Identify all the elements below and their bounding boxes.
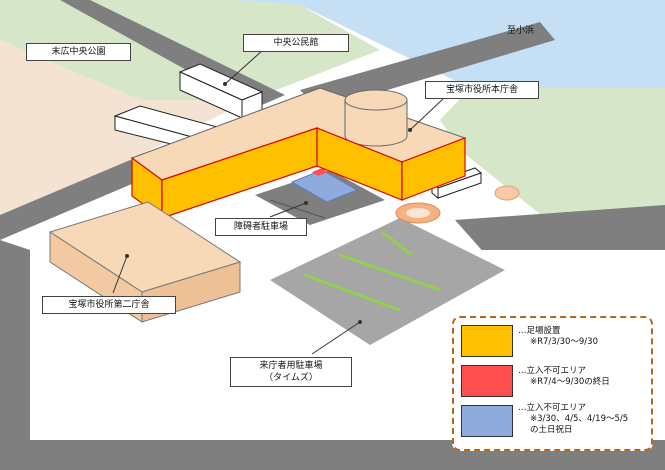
leader-dot xyxy=(358,320,362,324)
rotunda-wall xyxy=(344,100,408,147)
legend-line: …立入不可エリア xyxy=(518,366,587,376)
parking-line xyxy=(304,273,401,312)
direction-label: 至小浜 xyxy=(507,26,535,36)
visitor-parking-lot xyxy=(270,218,505,345)
leader-hall xyxy=(224,49,264,85)
parking-line xyxy=(339,253,441,292)
grass-east xyxy=(440,88,665,230)
leader-dot xyxy=(304,201,308,205)
legend-swatch-holiday xyxy=(461,405,513,437)
scaffold-wall-east xyxy=(401,137,466,201)
leader-dot xyxy=(125,254,129,258)
visitor-parking-label: 来庁者用駐車場 （タイムズ） xyxy=(230,357,352,387)
leader-accessible xyxy=(269,202,307,218)
no-entry-area-small xyxy=(312,168,328,176)
legend: …足場設置 ※R7/3/30～9/30 …立入不可エリア ※R7/4～9/30の… xyxy=(452,316,653,451)
legend-swatch-no-entry xyxy=(461,365,513,397)
legend-line: …足場設置 xyxy=(518,326,561,336)
fountain-inner xyxy=(406,208,430,218)
legend-line: ※3/30、4/5、4/19～5/5 xyxy=(530,414,629,424)
parking-line xyxy=(381,230,413,257)
legend-text-holiday: …立入不可エリア ※3/30、4/5、4/19～5/5 の土日祝日 xyxy=(518,403,628,436)
annex-side xyxy=(437,172,482,199)
visitor-parking-label-line2: （タイムズ） xyxy=(264,373,318,383)
accessible-parking-label: 障碍者駐車場 xyxy=(215,218,307,236)
legend-text-scaffolding: …足場設置 ※R7/3/30～9/30 xyxy=(518,326,598,348)
second-office-label: 宝塚市役所第二庁舎 xyxy=(42,296,176,314)
legend-line: …立入不可エリア xyxy=(518,403,587,413)
legend-text-no-entry: …立入不可エリア ※R7/4～9/30の終日 xyxy=(518,366,610,388)
main-office-label: 宝塚市役所本庁舎 xyxy=(425,81,539,99)
leader-dot xyxy=(408,128,412,132)
parking-divider xyxy=(269,199,326,219)
legend-swatch-scaffolding xyxy=(461,325,513,357)
road-west-diagonal xyxy=(0,160,160,240)
legend-line: の土日祝日 xyxy=(530,425,573,435)
visitor-parking-label-line1: 来庁者用駐車場 xyxy=(259,361,323,371)
legend-line: ※R7/4～9/30の終日 xyxy=(530,377,610,387)
hall-label: 中央公民館 xyxy=(243,34,349,52)
leader-second-office xyxy=(112,255,128,294)
rotunda-top xyxy=(344,89,408,111)
park-label: 末広中央公園 xyxy=(26,43,131,61)
road-east-diagonal xyxy=(300,22,555,110)
holiday-no-entry-area xyxy=(290,169,359,203)
sidewalk-east xyxy=(480,250,665,300)
leader-main-office xyxy=(409,98,444,131)
leader-visitor xyxy=(311,321,361,355)
plaza-oval xyxy=(494,185,520,201)
road-west xyxy=(0,240,30,470)
leader-dot xyxy=(223,82,227,86)
legend-line: ※R7/3/30～9/30 xyxy=(530,337,598,347)
river xyxy=(235,0,665,88)
